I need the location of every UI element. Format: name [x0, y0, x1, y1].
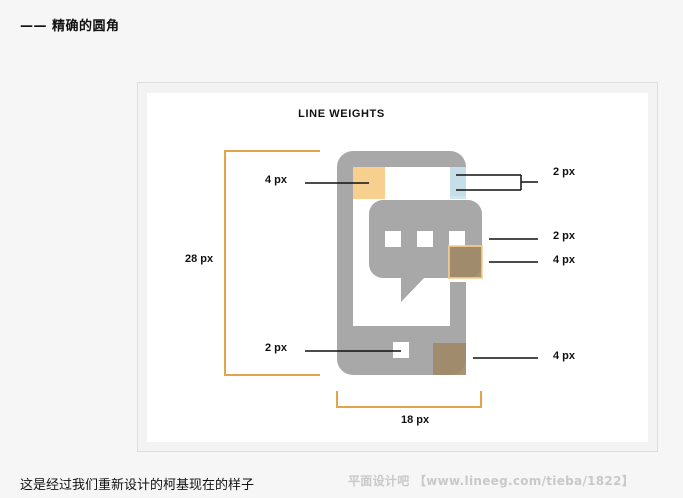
- highlight-top-right: [450, 167, 466, 199]
- label-bottom-left: 2 px: [265, 342, 288, 354]
- section-heading: —— 精确的圆角: [20, 19, 120, 34]
- label-bubble-corner: 4 px: [553, 254, 576, 266]
- label-width: 18 px: [401, 414, 430, 426]
- caption: 这是经过我们重新设计的柯基现在的样子: [20, 478, 255, 493]
- bubble-dot-2: [417, 231, 433, 247]
- label-top-left: 4 px: [265, 174, 288, 186]
- bubble-dot-1: [385, 231, 401, 247]
- home-button-icon: [393, 342, 409, 358]
- label-bottom-right: 4 px: [553, 350, 576, 362]
- height-bracket: [224, 150, 320, 376]
- bubble-tail: [401, 276, 426, 302]
- figure-title: LINE WEIGHTS: [298, 108, 385, 120]
- bubble-dot-3: [449, 231, 465, 247]
- watermark: 平面设计吧 【www.lineeg.com/tieba/1822】: [348, 474, 635, 488]
- width-bracket: [336, 391, 482, 408]
- highlight-bottom-right: [433, 343, 466, 375]
- label-height: 28 px: [185, 253, 214, 265]
- label-bubble-top: 2 px: [553, 230, 576, 242]
- highlight-bubble-corner-edge: [448, 245, 483, 279]
- label-top-right: 2 px: [553, 166, 576, 178]
- highlight-bubble-corner: [449, 246, 482, 278]
- leader-top-right: [456, 174, 538, 191]
